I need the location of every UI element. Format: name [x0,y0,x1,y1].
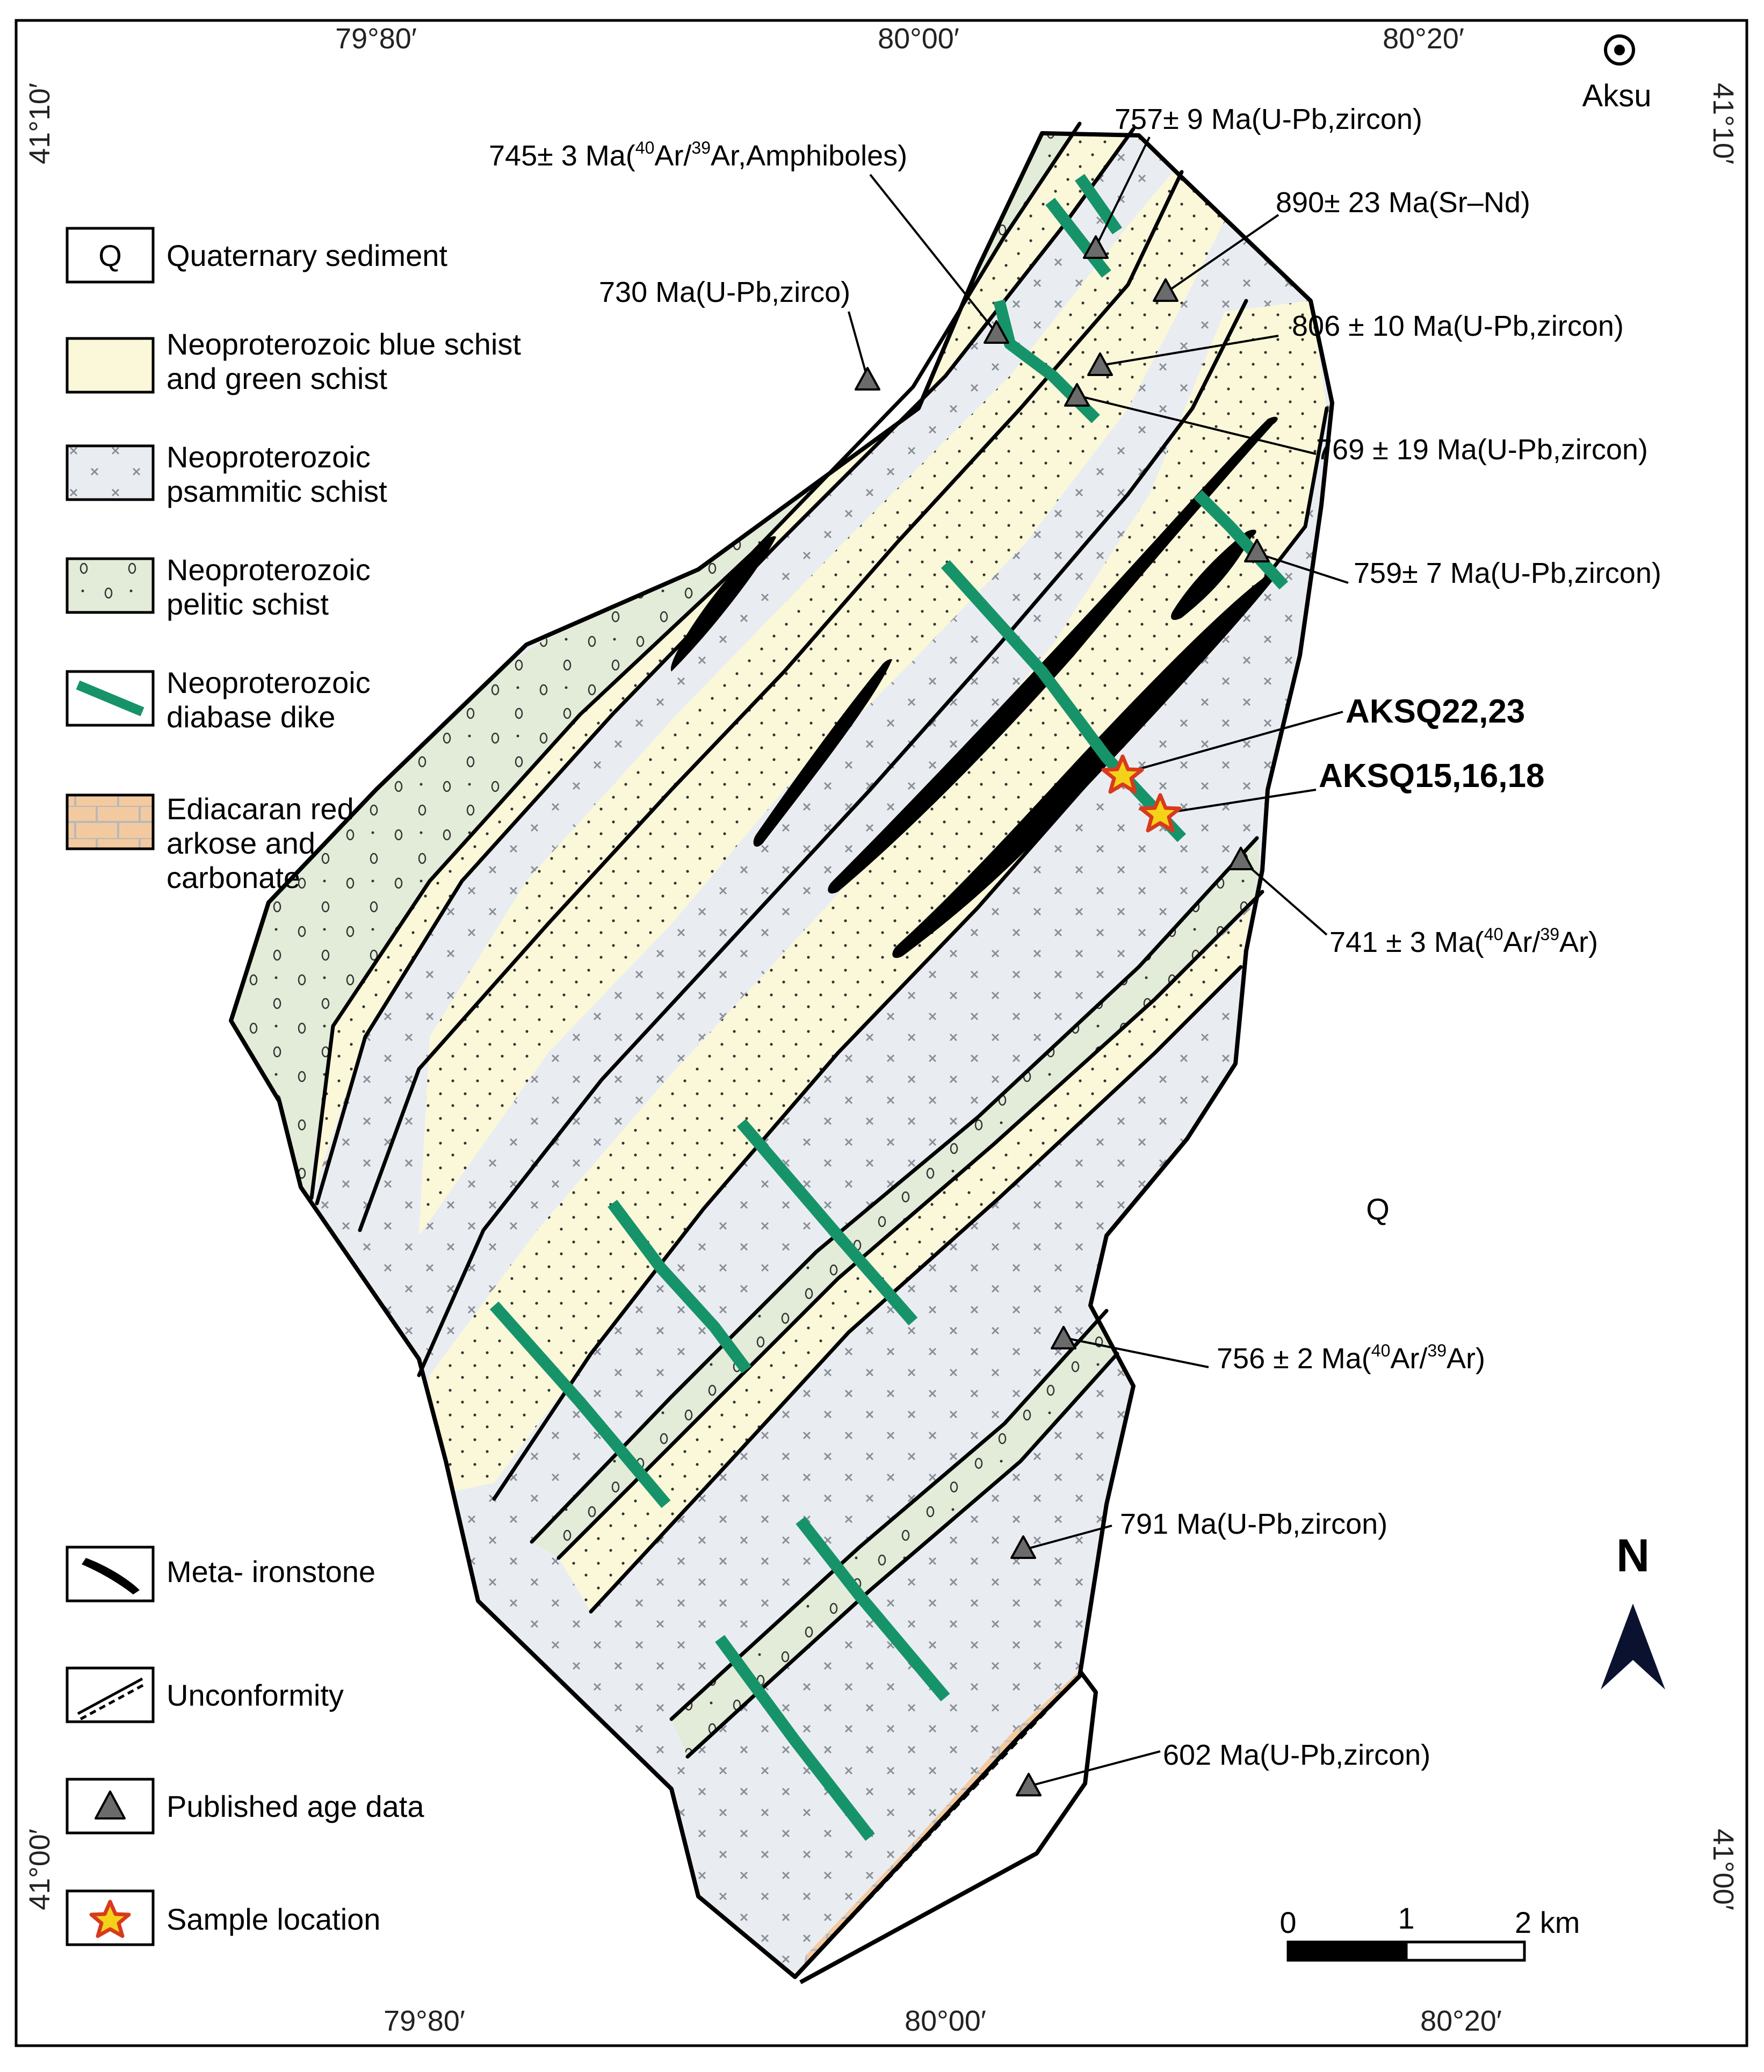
age-label-745: 745± 3 Ma(40Ar/39Ar,Amphiboles) [489,138,907,172]
coord-top-2: 80°00′ [878,23,959,55]
age-label-730: 730 Ma(U-Pb,zirco) [599,276,850,308]
legend-dike-icon [76,680,144,717]
legend-label-psammitic-1: Neoproterozoic [167,440,371,474]
legend-swatch-ediacaran [66,793,155,850]
scale-tick-2: 2 km [1515,1905,1580,1939]
legend-label-sample: Sample location [167,1902,380,1936]
legend-label-blue-green-2: and green schist [167,362,387,395]
legend-label-ediacaran-3: carbonate [167,861,300,894]
age-triangle-icon [1064,383,1090,407]
age-triangle-icon [855,367,880,391]
age-triangle-icon [1010,1535,1036,1559]
legend-swatch-ironstone [66,1546,155,1602]
age-triangle-icon [1153,278,1179,302]
age-label-757: 757± 9 Ma(U-Pb,zircon) [1115,103,1422,135]
legend-swatch-q [66,227,155,284]
legend-top: Q Quaternary sediment Neoproterozoic blu… [66,227,521,894]
age-label-791: 791 Ma(U-Pb,zircon) [1120,1508,1387,1540]
legend-swatch-psammitic [66,444,155,501]
age-triangle-icon [1083,235,1109,259]
legend-label-ediacaran-1: Ediacaran red [167,792,354,826]
legend-unconformity-icon [77,1677,143,1715]
map-frame [15,19,1748,2047]
legend-label-age: Published age data [167,1789,424,1823]
ediacaran-outline [799,1669,1098,1984]
age-label-741: 741 ± 3 Ma(40Ar/39Ar) [1329,925,1598,958]
city-label: Aksu [1582,78,1652,113]
coord-left-top: 41°10′ [24,83,56,164]
legend-bottom: Meta- ironstone Unconformity Published a… [66,1546,424,1946]
scale-segment-black [1288,1942,1406,1960]
leader-lines [848,136,1349,1787]
age-markers [855,235,1270,1796]
scale-bar: 0 1 2 km [1279,1901,1580,1962]
sample-label-1: AKSQ22,23 [1346,693,1525,730]
age-label-602: 602 Ma(U-Pb,zircon) [1163,1739,1430,1771]
age-triangle-icon [1228,847,1254,870]
coord-bottom-1: 79°80′ [384,2005,465,2037]
coord-top-3: 80°20′ [1383,23,1464,55]
age-triangle-icon [1016,1773,1042,1796]
pelitic-belt-se-1 [532,838,1262,1558]
age-label-756: 756 ± 2 Ma(40Ar/39Ar) [1217,1341,1485,1375]
legend-label-q: Quaternary sediment [167,239,447,272]
sample-label-2: AKSQ15,16,18 [1319,757,1544,795]
scale-tick-0: 0 [1279,1905,1296,1939]
legend-label-ediacaran-2: arkose and [167,826,315,860]
sample-star-icon [1101,754,1144,794]
age-label-759: 759± 7 Ma(U-Pb,zircon) [1354,557,1661,589]
age-label-769: 769 ± 19 Ma(U-Pb,zircon) [1316,434,1648,466]
legend-label-blue-green-1: Neoproterozoic blue schist [167,327,521,361]
quaternary-label: Q [1366,1192,1390,1226]
coord-bottom-3: 80°20′ [1420,2005,1502,2037]
legend-label-diabase-2: diabase dike [167,700,335,734]
age-triangle-icon [1244,539,1270,562]
coord-right-bottom: 41°00′ [1707,1829,1739,1910]
schist-belt-se [559,908,1252,1612]
legend-label-pelitic-2: pelitic schist [167,587,329,621]
scale-segment-white [1405,1940,1526,1962]
scale-tick-1: 1 [1398,1901,1414,1935]
legend-swatch-pelitic [66,557,155,614]
sample-star-icon [1139,793,1182,833]
legend-label-pelitic-1: Neoproterozoic [167,553,371,587]
unconformity-line [805,1680,1075,1967]
coord-bottom-2: 80°00′ [905,2005,986,2037]
north-label: N [1616,1530,1650,1582]
schist-belt-b [419,135,1246,1236]
legend-swatch-q-symbol: Q [98,239,122,272]
age-triangle-icon [1087,352,1113,376]
age-triangle-icon [984,320,1009,344]
schist-belt-main [419,301,1327,1499]
legend-star-icon [89,1900,131,1938]
age-label-890: 890± 23 Ma(Sr–Nd) [1276,186,1530,219]
legend-label-unconformity: Unconformity [167,1678,344,1712]
ironstone-bodies [670,416,1278,958]
diabase-dikes [489,174,1289,1841]
legend-label-ironstone: Meta- ironstone [167,1555,375,1589]
age-triangle-icon [1051,1326,1076,1349]
age-label-806: 806 ± 10 Ma(U-Pb,zircon) [1292,310,1624,342]
coord-top-1: 79°80′ [335,23,417,55]
north-arrow-icon [1601,1604,1665,1690]
city-marker-icon [1604,34,1635,66]
coord-right-top: 41°10′ [1707,83,1739,164]
legend-triangle-icon [95,1791,126,1820]
sample-stars [1101,754,1182,833]
coord-left-bottom: 41°00′ [24,1829,56,1910]
legend-label-psammitic-2: psammitic schist [167,474,387,508]
legend-ironstone-icon [82,1558,140,1594]
legend-swatch-blue-green-schist [66,337,155,394]
legend-label-diabase-1: Neoproterozoic [167,666,371,699]
